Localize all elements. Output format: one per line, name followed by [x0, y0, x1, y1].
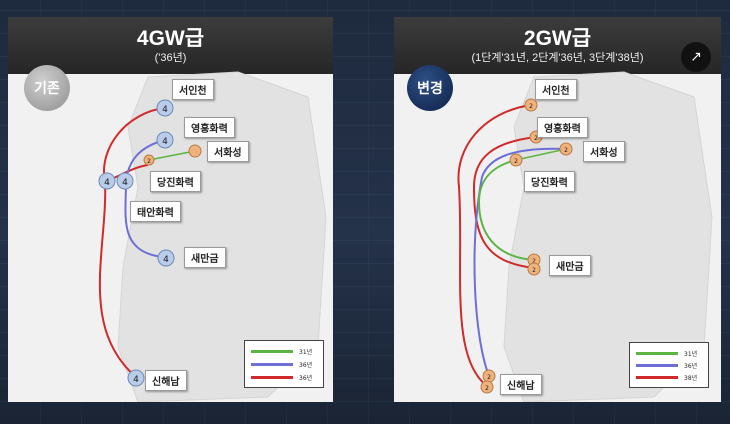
badge-changed: 변경	[407, 65, 453, 111]
svg-text:4: 4	[163, 255, 169, 265]
legend-label: 36년	[684, 362, 698, 370]
map-silhouette	[503, 71, 713, 402]
legend-label: 38년	[684, 374, 698, 382]
route-red-1	[457, 104, 532, 387]
svg-text:4: 4	[162, 137, 168, 147]
svg-text:2: 2	[487, 374, 491, 381]
legend: 31년 36년 36년	[244, 340, 324, 388]
node-saemangeum: 4	[157, 249, 175, 267]
node-seoincheon: 4	[156, 99, 174, 117]
node-sinhaenam: 4	[127, 369, 145, 387]
node-dangjin: 4	[98, 172, 116, 190]
legend-label: 31년	[299, 348, 313, 356]
label-yeongheung: 영흥화력	[537, 117, 588, 138]
map-diagram: 2 2 2 2 2 2 2 2	[457, 71, 713, 402]
svg-text:2: 2	[147, 158, 151, 165]
label-dangjin: 당진화력	[150, 171, 201, 192]
svg-text:2: 2	[485, 385, 489, 392]
label-seoincheon: 서인천	[172, 79, 214, 100]
node-hwaseong	[188, 144, 202, 158]
legend-label: 31년	[684, 350, 698, 358]
svg-text:2: 2	[514, 158, 518, 165]
panel-header	[394, 17, 721, 74]
svg-text:4: 4	[104, 178, 110, 188]
panel-title: 4GW급	[136, 27, 205, 50]
label-yeongheung: 영흥화력	[184, 117, 235, 138]
node-small-a: 2	[143, 154, 155, 166]
label-saemangeum: 새만금	[549, 255, 591, 276]
svg-text:4: 4	[122, 178, 128, 188]
node-taean: 4	[116, 172, 134, 190]
svg-text:2: 2	[532, 267, 536, 274]
panel-subtitle: ('36년)	[154, 52, 187, 64]
label-dangjin: 당진화력	[524, 171, 575, 192]
node-yeongheung: 4	[156, 131, 174, 149]
map-diagram: 4 4 2 4 4 4 4	[98, 71, 327, 402]
route-green-1	[477, 159, 535, 261]
node-saemangeum-b: 2	[527, 262, 541, 276]
node-sinhaenam-a: 2	[482, 369, 496, 383]
badge-existing: 기존	[24, 65, 70, 111]
label-taean: 태안화력	[130, 201, 181, 222]
panel-title: 2GW급	[523, 27, 592, 50]
legend-label: 36년	[299, 361, 313, 369]
panel-header	[8, 17, 333, 74]
node-sinhaenam-b: 2	[480, 380, 494, 394]
route-red-2	[472, 136, 537, 269]
legend-label: 36년	[299, 374, 313, 382]
svg-text:2: 2	[564, 147, 568, 154]
panel-existing: 4GW급 ('36년) 4 4 2 4 4 4 4 기존 서인천 영흥화력 서화…	[8, 17, 333, 402]
label-hwaseong: 서화성	[583, 141, 625, 162]
label-sinhaenam: 신해남	[500, 374, 542, 395]
label-hwaseong: 서화성	[207, 141, 249, 162]
label-saemangeum: 새만금	[184, 247, 226, 268]
svg-text:4: 4	[133, 375, 139, 385]
svg-text:2: 2	[534, 135, 538, 142]
node-seoincheon: 2	[524, 98, 538, 112]
node-dangjin: 2	[509, 153, 523, 167]
panel-subtitle: (1단계'31년, 2단계'36년, 3단계'38년)	[471, 52, 644, 64]
panel-changed: 2GW급 (1단계'31년, 2단계'36년, 3단계'38년) 2 2 2 2…	[394, 17, 721, 402]
expand-icon[interactable]: ↗	[681, 42, 711, 72]
svg-text:4: 4	[162, 105, 168, 115]
svg-text:2: 2	[532, 258, 536, 265]
route-green	[148, 150, 196, 161]
legend: 31년 36년 38년	[629, 342, 709, 388]
svg-text:2: 2	[529, 103, 533, 110]
route-red	[98, 107, 166, 378]
map-silhouette	[117, 71, 327, 402]
label-sinhaenam: 신해남	[145, 370, 187, 391]
label-seoincheon: 서인천	[535, 79, 577, 100]
node-hwaseong: 2	[559, 142, 573, 156]
route-green-2	[515, 148, 567, 161]
